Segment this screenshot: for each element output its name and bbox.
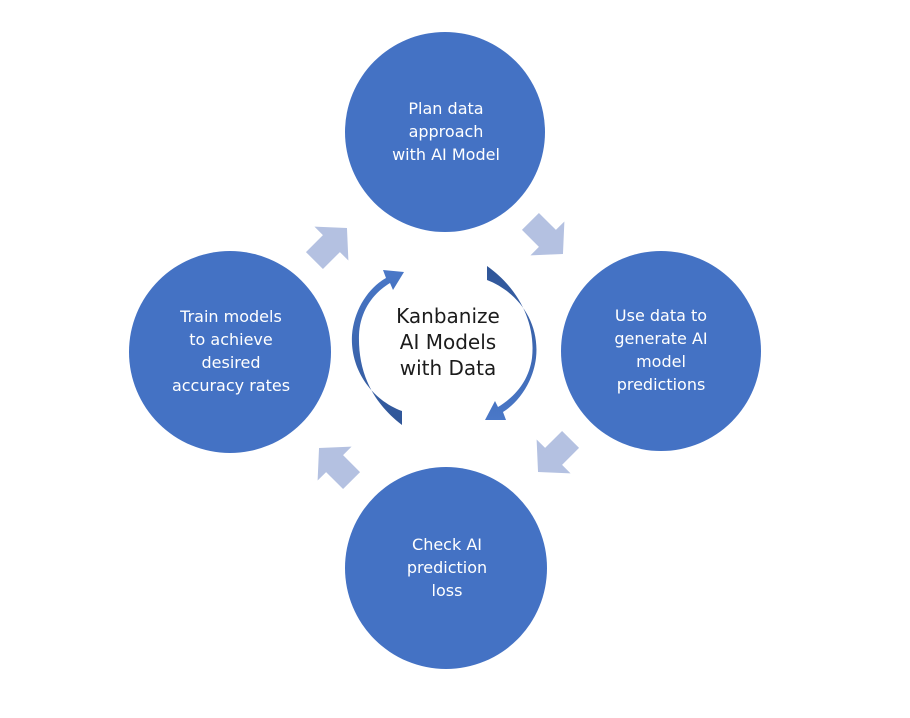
connector-arrow-train-to-plan bbox=[305, 226, 349, 270]
step-node-plan bbox=[345, 32, 545, 232]
step-label-use: Use data to generate AI model prediction… bbox=[614, 306, 708, 394]
step-label-train: Train models to achieve desired accuracy… bbox=[171, 307, 291, 395]
center-curved-arrow-left bbox=[351, 270, 404, 425]
step-label-plan: Plan data approach with AI Model bbox=[392, 99, 500, 164]
connector-arrow-plan-to-use bbox=[521, 212, 565, 256]
step-node-check bbox=[345, 467, 547, 669]
connector-arrow-use-to-check bbox=[536, 430, 580, 474]
step-label-check: Check AI prediction loss bbox=[406, 535, 488, 600]
center-label: Kanbanize AI Models with Data bbox=[396, 304, 500, 380]
step-node-use bbox=[561, 251, 761, 451]
connector-arrow-check-to-train bbox=[317, 446, 361, 490]
step-node-train bbox=[129, 251, 331, 453]
